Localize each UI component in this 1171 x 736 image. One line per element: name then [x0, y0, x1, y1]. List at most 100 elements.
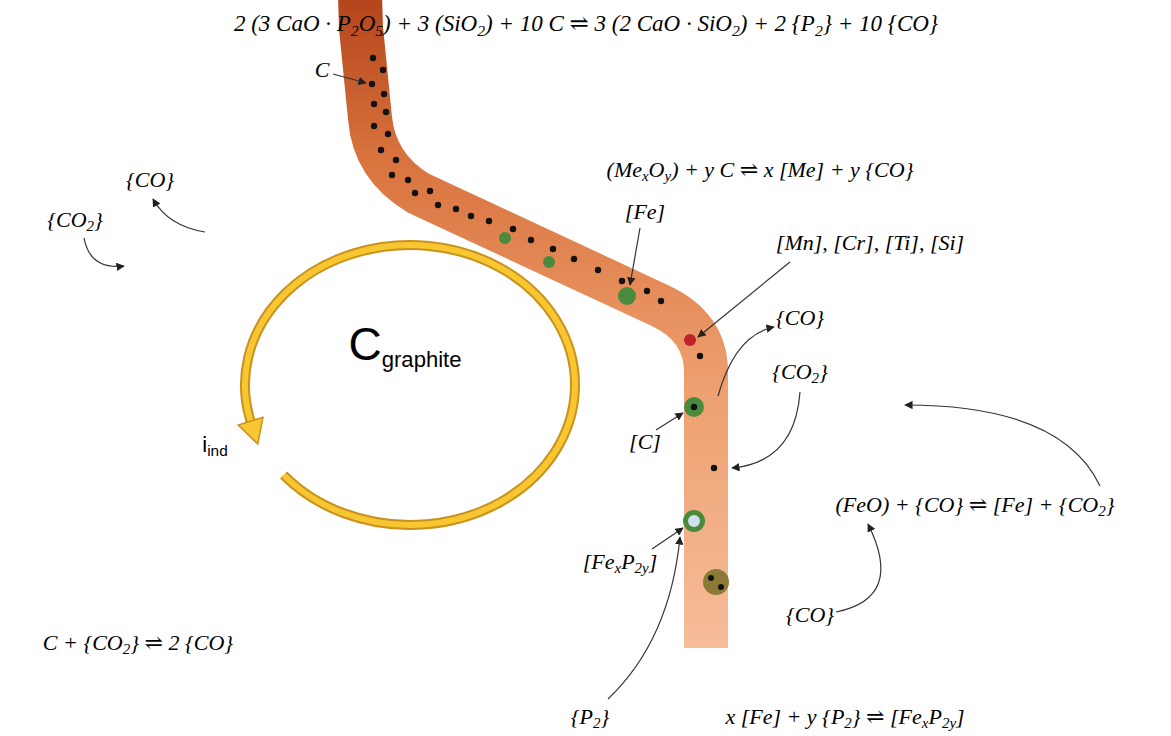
- alloy-droplet: [684, 334, 696, 346]
- gas-label: {P2}: [571, 704, 610, 729]
- carbon-particle: [550, 246, 556, 252]
- text-run: {P: [571, 704, 593, 729]
- text-run: {CO: [47, 207, 86, 232]
- label-box: {CO2}: [47, 207, 103, 233]
- iron-droplet: [499, 232, 511, 244]
- droplet-label: [C]: [629, 429, 661, 454]
- text-run: C + {CO: [43, 630, 123, 655]
- iron-droplet: [543, 256, 555, 268]
- carbon-particle: [510, 226, 516, 232]
- text-run: P: [928, 704, 941, 729]
- carbon-particle: [708, 575, 714, 581]
- slag-stream: [360, 0, 706, 648]
- text-run: {CO}: [126, 167, 174, 192]
- iron-droplet: [618, 287, 636, 305]
- text-run: C: [348, 318, 381, 370]
- text-run: [Mn], [Cr], [Ti], [Si]: [776, 230, 964, 255]
- reaction-equation: 2 (3 CaO · P2O5) + 3 (SiO2) + 10 C ⇌ 3 (…: [234, 11, 938, 36]
- subscript: 2: [593, 715, 600, 731]
- carbon-particle: [619, 278, 625, 284]
- carbon-particle: [385, 131, 391, 137]
- graphite-block: Cgraphite iind: [141, 166, 659, 684]
- carbon-particle: [371, 123, 377, 129]
- carbon-particles: [369, 55, 717, 471]
- label-box: [Mn], [Cr], [Ti], [Si]: [776, 230, 964, 256]
- label-box: {CO}: [126, 167, 174, 193]
- block-shape: [141, 166, 659, 684]
- subscript: graphite: [382, 347, 462, 372]
- text-run: [C]: [629, 429, 661, 454]
- leader-arrow: [630, 228, 640, 285]
- subscript: 2: [87, 218, 94, 234]
- text-run: (FeO) + {CO} ⇌ [Fe] + {CO: [835, 492, 1098, 517]
- reaction-equation: C + {CO2} ⇌ 2 {CO}: [43, 630, 233, 655]
- text-run: 2 (3 CaO · P: [234, 11, 351, 36]
- text-run: x [Fe] + y {P: [725, 704, 844, 729]
- reaction-equation: (FeO) + {CO} ⇌ [Fe] + {CO2}: [835, 492, 1114, 517]
- subscript: x: [922, 715, 929, 731]
- text-run: {CO}: [776, 305, 824, 330]
- node-text-box: iind: [202, 432, 227, 458]
- text-run: ) + y C ⇌ x [Me] + y {CO}: [671, 157, 913, 182]
- label-box: C + {CO2} ⇌ 2 {CO}: [43, 630, 233, 656]
- gas-arrow: [608, 537, 680, 699]
- current-arrowhead: [238, 417, 263, 444]
- carbon-particle: [380, 67, 386, 73]
- current-loop: [245, 245, 575, 525]
- text-run: [Fe]: [625, 199, 665, 224]
- label-box: {CO}: [776, 305, 824, 331]
- carbon-particle: [691, 404, 697, 410]
- text-run: }: [1106, 492, 1115, 517]
- subscript: 2: [732, 22, 740, 39]
- current-loop: [245, 245, 575, 525]
- subscript: 2: [812, 370, 819, 386]
- node-text-box: Cgraphite: [348, 317, 461, 372]
- gas-label: {CO2}: [772, 359, 828, 384]
- gas-arrow: [905, 405, 1100, 486]
- subscript: 2y: [942, 715, 956, 731]
- carbon-particle: [370, 55, 376, 61]
- label-box: [FexP2y]: [583, 549, 658, 575]
- text-run: i: [202, 432, 207, 457]
- label-box: (FeO) + {CO} ⇌ [Fe] + {CO2}: [835, 492, 1114, 518]
- gas-arrow: [84, 238, 124, 266]
- subscript: 2: [1098, 503, 1105, 519]
- label-box: 2 (3 CaO · P2O5) + 3 (SiO2) + 10 C ⇌ 3 (…: [234, 10, 938, 38]
- gas-label: {CO2}: [47, 207, 103, 232]
- subscript: 2y: [635, 560, 649, 576]
- carbon-particle: [658, 298, 664, 304]
- gas-arrow: [836, 524, 881, 612]
- text-run: [Fe: [583, 549, 615, 574]
- carbon-particle: [435, 202, 441, 208]
- text-run: }: [819, 359, 828, 384]
- carbon-particle: [486, 218, 492, 224]
- subscript: 2: [844, 715, 851, 731]
- text-run: (Me: [607, 157, 642, 182]
- subscript: 2: [123, 641, 130, 657]
- carbon-particle: [389, 172, 395, 178]
- gas-arrow: [732, 392, 800, 468]
- label-box: [Fe]: [625, 199, 665, 225]
- text-run: ) + 2 {P: [740, 11, 815, 36]
- carbon-particle: [718, 584, 724, 590]
- carbon-particle: [369, 81, 375, 87]
- text-run: O: [649, 157, 665, 182]
- carbon-particle: [697, 353, 703, 359]
- carbon-particle: [427, 188, 433, 194]
- reaction-equation: (MexOy) + y C ⇌ x [Me] + y {CO}: [607, 157, 914, 182]
- text-run: } ⇌ [Fe: [852, 704, 922, 729]
- reaction-equation: x [Fe] + y {P2} ⇌ [FexP2y]: [725, 704, 964, 729]
- subscript: 2: [815, 22, 823, 39]
- gas-label: {CO}: [776, 305, 824, 330]
- material-label: Cgraphite: [348, 318, 461, 370]
- leader-lines: [84, 74, 1100, 699]
- text-run: } ⇌ 2 {CO}: [130, 630, 233, 655]
- carbon-particle: [644, 288, 650, 294]
- subscript: x: [642, 168, 649, 184]
- carbon-particle: [468, 213, 474, 219]
- current-label: iind: [202, 432, 227, 457]
- subscript: x: [614, 560, 621, 576]
